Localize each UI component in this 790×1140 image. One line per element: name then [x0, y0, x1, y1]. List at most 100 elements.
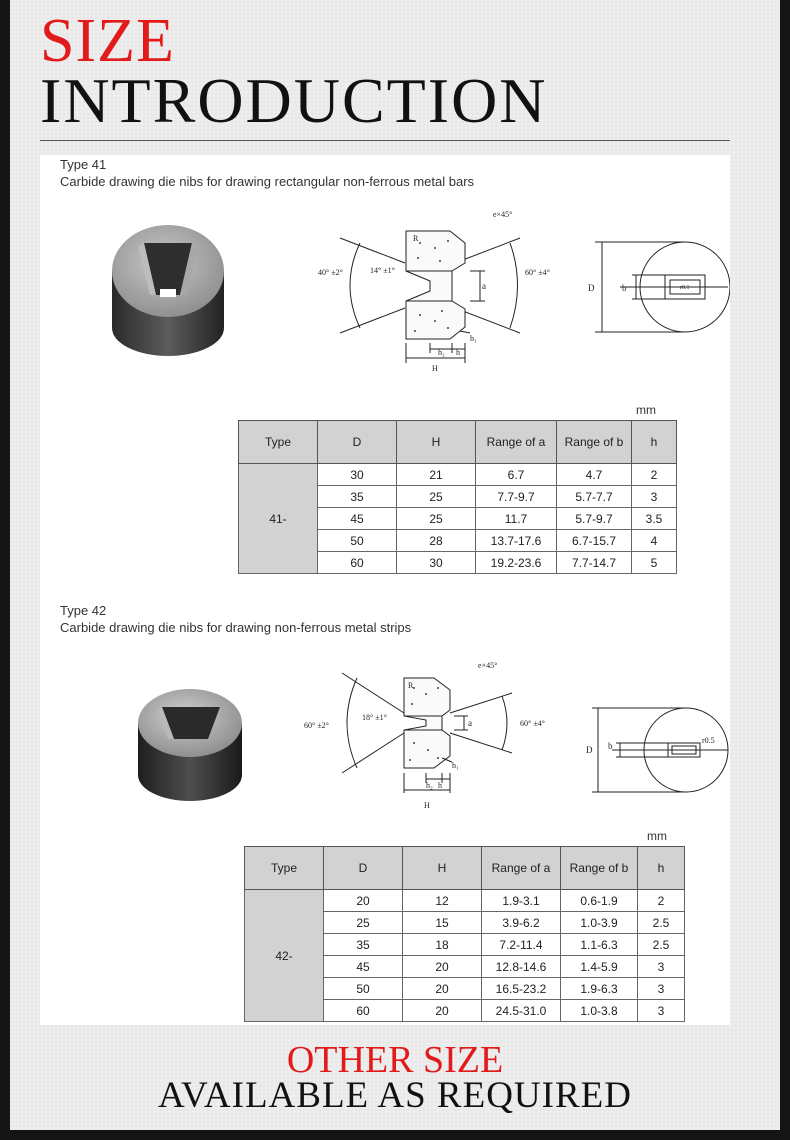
column-header: H: [402, 846, 482, 890]
table-row: 41- 30 21 6.7 4.7 2: [238, 463, 677, 574]
type42-nib-image: [138, 689, 242, 801]
type42-label-a: a: [468, 718, 472, 728]
type41-label-a: a: [482, 281, 486, 291]
table-cell: 28: [396, 529, 476, 552]
table-cell: 30: [396, 551, 476, 574]
type41-unit: mm: [636, 403, 656, 417]
table-cell: 12.8-14.6: [481, 955, 561, 978]
table-cell: 21: [396, 463, 476, 486]
table-cell: 25: [323, 911, 403, 934]
column-header: H: [396, 420, 476, 464]
title-introduction: INTRODUCTION: [40, 65, 548, 136]
type42-front-view-diagram: D b r0.5: [586, 707, 729, 793]
table-cell: 3: [637, 977, 685, 1000]
table-cell: 25: [396, 485, 476, 508]
type41-label-inner-angle: 14° ±1°: [370, 266, 395, 275]
column-header: Type: [238, 420, 318, 464]
table-cell: 60: [323, 999, 403, 1022]
title-size: SIZE: [40, 7, 175, 75]
type42-label-H: H: [424, 801, 430, 810]
table-cell: 2.5: [637, 911, 685, 934]
column-header: Type: [244, 846, 324, 890]
type41-table: Type D H Range of a Range of b h 41- 30 …: [238, 420, 677, 574]
table-cell: 2.5: [637, 933, 685, 956]
type42-description: Carbide drawing die nibs for drawing non…: [60, 620, 412, 635]
type41-label-h2: h₂: [438, 348, 445, 357]
type41-nib-image: [112, 225, 224, 356]
type42-label-R: R: [408, 681, 414, 690]
table-cell: 1.9-3.1: [481, 889, 561, 912]
spec-sheet: Type 41 Carbide drawing die nibs for dra…: [40, 155, 730, 1025]
type41-front-view-diagram: D b r0.1: [588, 241, 730, 333]
table-cell: 1.4-5.9: [560, 955, 638, 978]
footer-other-size: OTHER SIZE: [286, 1039, 504, 1081]
table-cell: 5.7-7.7: [556, 485, 632, 508]
table-cell: 3.9-6.2: [481, 911, 561, 934]
type42-label-b: b: [608, 741, 613, 751]
column-header: Range of a: [481, 846, 561, 890]
type41-label-h1: h₁: [470, 334, 477, 343]
table-cell: 3: [631, 485, 677, 508]
table-cell: 25: [396, 507, 476, 530]
table-cell: 20: [323, 889, 403, 912]
table-header-row: Type D H Range of a Range of b h: [238, 420, 677, 464]
table-cell: 50: [323, 977, 403, 1000]
type41-label-b: b: [622, 283, 627, 293]
type41-label-h: h: [456, 348, 460, 357]
table-cell: 20: [402, 955, 482, 978]
table-cell: 15: [402, 911, 482, 934]
table-cell: 3: [637, 999, 685, 1022]
table-cell: 45: [323, 955, 403, 978]
table-cell: 16.5-23.2: [481, 977, 561, 1000]
type41-label-R: R: [413, 234, 419, 243]
column-header: Range of a: [475, 420, 557, 464]
table-cell: 11.7: [475, 507, 557, 530]
type42-label-h2: h₂: [426, 781, 433, 790]
table-cell: 18: [402, 933, 482, 956]
type42-table: Type D H Range of a Range of b h 42- 20 …: [244, 846, 685, 1022]
table-row: 50 20 16.5-23.2 1.9-6.3 3: [245, 977, 685, 1000]
type42-unit: mm: [647, 829, 667, 843]
table-cell: 5: [631, 551, 677, 574]
table-cell: 50: [317, 529, 397, 552]
table-cell: 2: [631, 463, 677, 486]
table-cell: 35: [317, 485, 397, 508]
table-cell: 7.7-14.7: [556, 551, 632, 574]
table-cell: 45: [317, 507, 397, 530]
type41-label-chamfer: e×45°: [493, 210, 512, 219]
table-cell: 3.5: [631, 507, 677, 530]
table-cell: 20: [402, 999, 482, 1022]
column-header: Range of b: [556, 420, 632, 464]
table-header-row: Type D H Range of a Range of b h: [244, 846, 685, 890]
table-cell: 7.2-11.4: [481, 933, 561, 956]
type42-label-D: D: [586, 745, 593, 755]
table-cell: 35: [323, 933, 403, 956]
type41-section-diagram: e×45° 40° ±2° 14° ±1° 60° ±4° a R h₁ h₂ …: [318, 210, 550, 373]
type42-label-h: h: [438, 781, 442, 790]
type41-description: Carbide drawing die nibs for drawing rec…: [60, 174, 475, 189]
table-cell: 1.0-3.8: [560, 999, 638, 1022]
table-cell: 6.7: [475, 463, 557, 486]
table-row: 45 25 11.7 5.7-9.7 3.5: [239, 507, 677, 530]
type41-label-right-angle: 60° ±4°: [525, 268, 550, 277]
table-cell: 5.7-9.7: [556, 507, 632, 530]
table-cell: 30: [317, 463, 397, 486]
table-cell: 2: [637, 889, 685, 912]
table-cell: 20: [402, 977, 482, 1000]
type41-label-H: H: [432, 364, 438, 373]
table-cell: 0.6-1.9: [560, 889, 638, 912]
table-cell: 4: [631, 529, 677, 552]
table-cell: 24.5-31.0: [481, 999, 561, 1022]
type42-label-chamfer: e×45°: [478, 661, 497, 670]
column-header: D: [317, 420, 397, 464]
type-cell: 42-: [244, 889, 324, 1022]
type42-label-r: r0.5: [702, 736, 715, 745]
type41-label-r: r0.1: [680, 285, 690, 291]
table-row: 60 30 19.2-23.6 7.7-14.7 5: [239, 551, 677, 574]
type42-label-left-angle: 60° ±2°: [304, 721, 329, 730]
column-header: h: [637, 846, 685, 890]
title-divider: [40, 140, 730, 141]
table-cell: 1.9-6.3: [560, 977, 638, 1000]
type41-label-left-angle: 40° ±2°: [318, 268, 343, 277]
